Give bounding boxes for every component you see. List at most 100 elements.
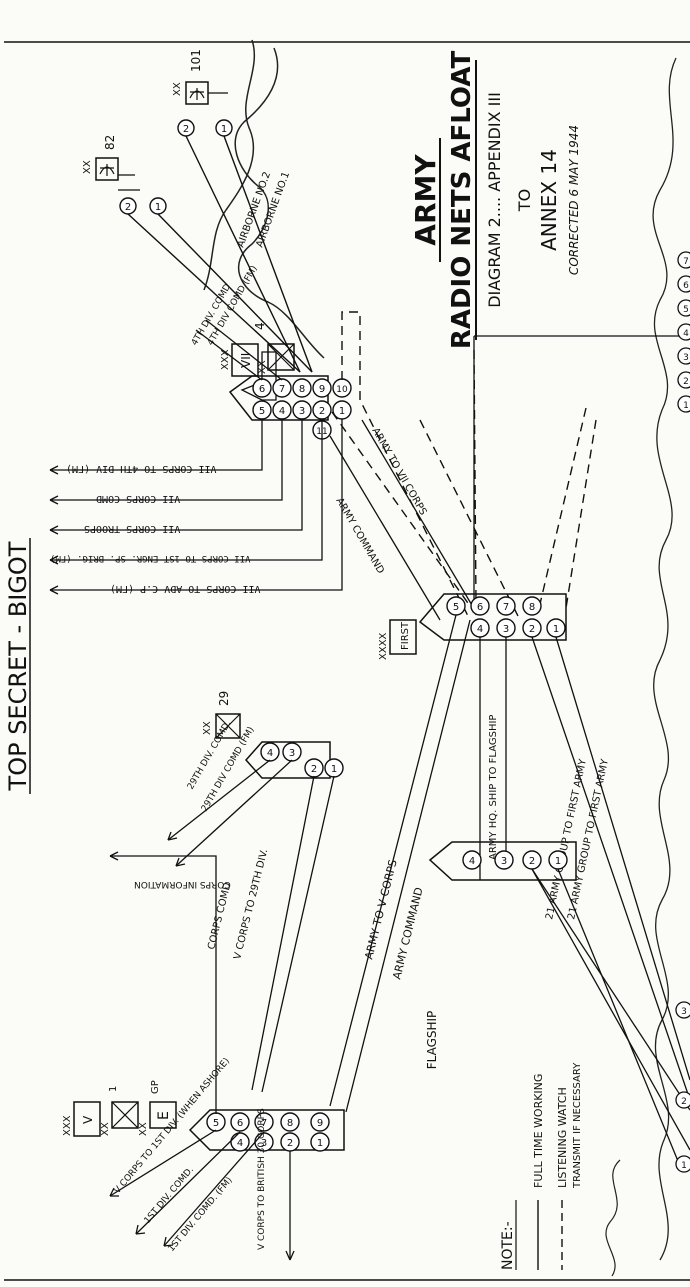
svg-text:1: 1	[553, 624, 559, 635]
div101-symbol: XX 101	[172, 49, 228, 105]
svg-text:2: 2	[183, 124, 189, 135]
svg-text:FIRST: FIRST	[400, 621, 411, 650]
svg-text:29: 29	[217, 691, 231, 706]
svg-text:1: 1	[155, 202, 161, 213]
svg-text:1: 1	[339, 406, 345, 417]
svg-text:V CORPS TO BRITISH 30 CORPS: V CORPS TO BRITISH 30 CORPS	[257, 1108, 267, 1250]
svg-text:CORPS COMD: CORPS COMD	[206, 881, 233, 950]
svg-text:5: 5	[683, 305, 689, 315]
svg-text:V CORPS TO 29TH DIV.: V CORPS TO 29TH DIV.	[232, 848, 270, 961]
coastline-right	[234, 47, 325, 359]
svg-text:4: 4	[683, 329, 689, 339]
svg-text:2: 2	[529, 624, 535, 635]
svg-text:8: 8	[299, 384, 305, 395]
svg-text:3: 3	[261, 1138, 267, 1149]
svg-text:2: 2	[287, 1138, 293, 1149]
svg-text:6: 6	[683, 281, 689, 291]
svg-text:VII CORPS TROOPS: VII CORPS TROOPS	[84, 523, 180, 534]
svg-text:CORPS INFORMATION: CORPS INFORMATION	[134, 879, 231, 889]
first-army-symbol: XXXX FIRST	[378, 619, 417, 660]
bottom-left-nodes: 1 2 3	[675, 1001, 690, 1173]
first-node-frame	[418, 593, 567, 641]
svg-text:VII CORPS TO 1ST ENGR. SP. BRI: VII CORPS TO 1ST ENGR. SP. BRIG. (FM)	[50, 553, 250, 563]
svg-text:1: 1	[555, 856, 561, 867]
svg-text:E: E	[156, 1111, 172, 1120]
svg-text:FLAGSHIP: FLAGSHIP	[425, 1011, 439, 1070]
div29-links	[167, 759, 335, 1093]
airborne-nets	[127, 135, 313, 373]
svg-text:XX: XX	[202, 721, 213, 735]
svg-text:LISTENING WATCH: LISTENING WATCH	[556, 1087, 569, 1188]
svg-text:6: 6	[237, 1118, 243, 1129]
svg-text:9: 9	[319, 384, 325, 395]
svg-text:7: 7	[683, 257, 689, 267]
svg-text:TRANSMIT IF NECESSARY: TRANSMIT IF NECESSARY	[572, 1062, 583, 1189]
svg-text:1: 1	[681, 1161, 687, 1171]
svg-text:1ST DIV. COMD.: 1ST DIV. COMD.	[143, 1165, 196, 1226]
svg-text:GP: GP	[150, 1080, 161, 1094]
svg-text:TOP SECRET - BIGOT: TOP SECRET - BIGOT	[4, 541, 32, 791]
legend: NOTE:- FULL TIME WORKING LISTENING WATCH…	[500, 1062, 583, 1270]
svg-text:7: 7	[279, 384, 285, 395]
svg-text:ARMY TO V CORPS: ARMY TO V CORPS	[362, 858, 399, 960]
svg-text:ARMY TO VII CORPS: ARMY TO VII CORPS	[369, 426, 428, 517]
bottom-right-nodes: 1 2 3 4 5 6 7	[677, 251, 690, 413]
listening-watch-lines	[331, 311, 597, 621]
svg-text:82: 82	[103, 135, 117, 150]
vii-node-frame	[228, 375, 329, 421]
svg-text:DIAGRAM 2.... APPENDIX III: DIAGRAM 2.... APPENDIX III	[485, 92, 504, 308]
svg-text:VII CORPS COMD: VII CORPS COMD	[96, 493, 180, 504]
svg-text:4: 4	[469, 856, 475, 867]
svg-text:3: 3	[681, 1007, 687, 1017]
svg-text:VII CORPS TO ADV C.P (FM): VII CORPS TO ADV C.P (FM)	[110, 583, 261, 594]
svg-text:1: 1	[221, 124, 227, 135]
svg-text:8: 8	[529, 602, 535, 613]
svg-text:XX: XX	[172, 82, 183, 96]
svg-text:1: 1	[683, 401, 689, 411]
svg-text:4: 4	[477, 624, 483, 635]
svg-text:ARMY COMMAND: ARMY COMMAND	[333, 496, 386, 576]
first-army-nodes: 5 6 4 3 7 2 8 1	[446, 596, 566, 638]
svg-text:2: 2	[681, 1097, 687, 1107]
svg-text:6: 6	[477, 602, 483, 613]
v-corps-nodes: 5 6 4 7 3 8 2 9 1	[206, 1112, 330, 1152]
svg-text:VII CORPS TO 4TH DIV (FM): VII CORPS TO 4TH DIV (FM)	[66, 463, 217, 474]
flagship-links	[531, 868, 690, 1167]
svg-text:8: 8	[287, 1118, 293, 1129]
svg-text:10: 10	[336, 385, 348, 395]
svg-text:1: 1	[317, 1138, 323, 1149]
svg-text:2: 2	[319, 406, 325, 417]
svg-text:6: 6	[259, 384, 265, 395]
classification-header: TOP SECRET - BIGOT	[4, 538, 32, 794]
svg-text:1: 1	[331, 764, 337, 775]
div101-nodes: 2 1	[177, 119, 233, 137]
svg-text:1: 1	[108, 1086, 119, 1092]
svg-text:3: 3	[289, 748, 295, 759]
svg-text:CORRECTED 6 MAY 1944: CORRECTED 6 MAY 1944	[567, 125, 581, 275]
svg-text:3: 3	[501, 856, 507, 867]
svg-text:XXX: XXX	[62, 1115, 73, 1136]
svg-text:V: V	[81, 1115, 95, 1124]
svg-text:3: 3	[683, 353, 689, 363]
svg-text:XX: XX	[100, 1122, 111, 1136]
line-army-command-1	[329, 435, 441, 621]
svg-text:VII: VII	[239, 353, 253, 368]
svg-text:NOTE:-: NOTE:-	[500, 1221, 516, 1270]
sea-line-right	[652, 57, 677, 1261]
svg-text:XXX: XXX	[220, 349, 231, 370]
flagship-frame	[428, 841, 577, 881]
vii-outgoing-arrows	[49, 319, 343, 595]
svg-text:5: 5	[213, 1118, 219, 1129]
first-army-links	[329, 614, 690, 1113]
svg-text:4: 4	[237, 1138, 243, 1149]
div82-symbol: XX 82	[82, 135, 140, 191]
svg-text:TO: TO	[515, 189, 534, 212]
v-corps-links	[109, 851, 295, 1261]
v-corps-frame	[188, 1109, 345, 1151]
svg-text:3: 3	[503, 624, 509, 635]
coastline-left	[203, 39, 256, 291]
svg-text:XXXX: XXXX	[378, 632, 389, 660]
svg-text:ARMY COMMAND: ARMY COMMAND	[390, 886, 425, 981]
svg-text:2: 2	[683, 377, 689, 387]
